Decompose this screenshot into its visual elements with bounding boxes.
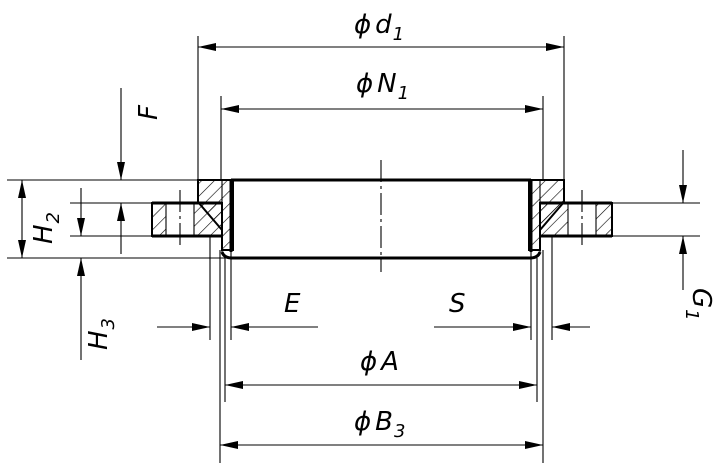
dimension-lines (18, 43, 687, 449)
dimension-f-label: F (134, 104, 164, 120)
dimension-h2-label: H2 (29, 212, 64, 244)
dimension-h3-label: H3 (84, 318, 119, 350)
dimension-s-label: S (449, 289, 466, 319)
ring-body (220, 160, 542, 272)
dimension-g1-label: G1 (681, 288, 716, 321)
extension-lines (7, 36, 700, 463)
right-hatched-section (528, 179, 613, 251)
left-hatched-section (151, 179, 234, 251)
dimension-e-label: E (284, 289, 301, 319)
